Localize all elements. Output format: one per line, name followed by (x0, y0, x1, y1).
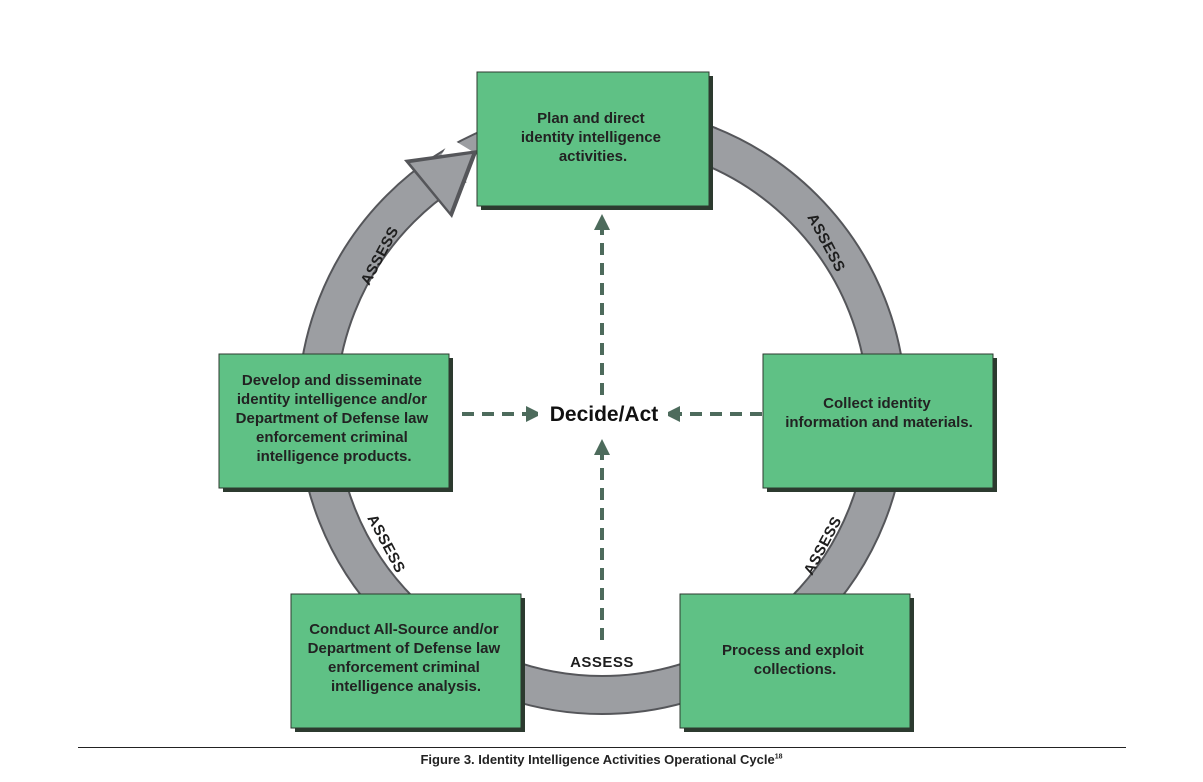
svg-text:Conduct All-Source and/or: Conduct All-Source and/or Department of … (308, 621, 505, 695)
box-process: Process and exploit collections. (679, 593, 914, 732)
decide-act-arrows (462, 214, 762, 640)
box-plan: Plan and direct identity intelligence ac… (476, 71, 713, 210)
box-develop-line-2: identity intelligence and/or (237, 391, 427, 408)
box-process-line-1: Process and exploit (722, 642, 864, 659)
svg-text:Develop and disseminate: Develop and disseminate identity intelli… (236, 372, 433, 465)
box-conduct-line-3: enforcement criminal (328, 659, 480, 676)
box-plan-line-3: activities. (559, 148, 627, 165)
operational-cycle-diagram: Decide/Act Plan and direct identity inte… (218, 71, 997, 732)
svg-text:Collect identity informa: Collect identity information and materia… (785, 395, 973, 431)
figure-caption: Figure 3. Identity Intelligence Activiti… (0, 752, 1203, 767)
caption-text: Figure 3. Identity Intelligence Activiti… (420, 752, 775, 767)
box-conduct-line-2: Department of Defense law (308, 640, 501, 657)
box-develop: Develop and disseminate identity intelli… (218, 353, 453, 492)
box-process-line-2: collections. (754, 661, 837, 678)
box-conduct: Conduct All-Source and/or Department of … (290, 593, 525, 732)
assess-label-bottom: ASSESS (570, 654, 634, 671)
box-develop-line-1: Develop and disseminate (242, 372, 422, 389)
box-develop-line-3: Department of Defense law (236, 410, 429, 427)
svg-text:Plan and direct identity: Plan and direct identity intelligence ac… (521, 110, 665, 165)
box-plan-line-2: identity intelligence (521, 129, 661, 146)
box-develop-line-4: enforcement criminal (256, 429, 408, 446)
caption-footnote: 18 (774, 753, 783, 761)
box-develop-line-5: intelligence products. (256, 448, 411, 465)
caption-rule (78, 747, 1126, 748)
box-collect: Collect identity information and materia… (762, 353, 997, 492)
box-conduct-line-1: Conduct All-Source and/or (309, 621, 499, 638)
box-plan-line-1: Plan and direct (537, 110, 645, 127)
svg-text:Process and exploit coll: Process and exploit collections. (722, 642, 868, 678)
box-collect-line-2: information and materials. (785, 414, 973, 431)
box-conduct-line-4: intelligence analysis. (331, 678, 481, 695)
decide-act-label: Decide/Act (550, 403, 659, 426)
box-collect-line-1: Collect identity (823, 395, 931, 412)
